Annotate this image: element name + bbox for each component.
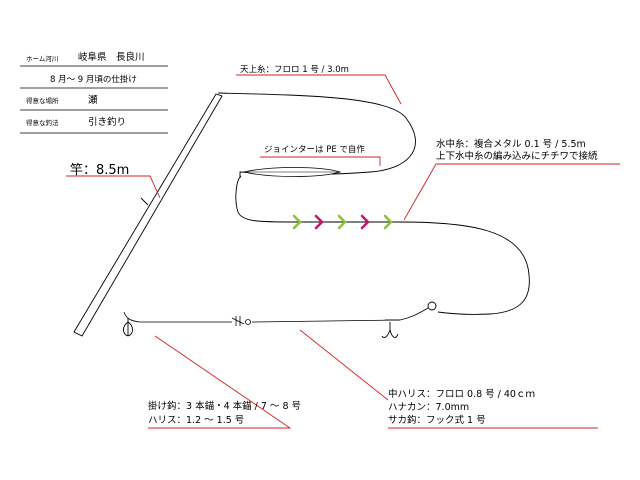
center-knot — [231, 316, 251, 326]
nose-ring — [427, 301, 437, 311]
table-key-method: 得意な釣法 — [26, 119, 59, 127]
rod-label: 竿：8.5m — [70, 163, 130, 178]
naka-label-2: ハナカン：7.0mm — [388, 402, 470, 413]
kake-label-2: ハリス：1.2 ～ 1.5 号 — [148, 415, 245, 426]
kake-label-1: 掛け鈎：3 本錨・4 本錨 / 7 ～ 8 号 — [148, 401, 302, 412]
leader-lower — [123, 311, 232, 323]
marker-4 — [360, 214, 370, 230]
table-key-place: 得意な場所 — [26, 97, 59, 105]
marker-5 — [383, 214, 393, 230]
info-table-rules — [20, 65, 168, 134]
naka-label-3: サカ鈎：フック式 1 号 — [388, 415, 486, 426]
line-markers — [292, 214, 393, 230]
table-value-season: 8 月～ 9 月頃の仕掛け — [50, 75, 137, 85]
marker-1 — [292, 214, 302, 230]
leader-naka — [299, 329, 598, 429]
suichu-line — [295, 221, 530, 315]
leader-kake — [148, 335, 292, 429]
jointer-end — [235, 175, 296, 223]
suichu-label-1: 水中糸：複合メタル 0.1 号 / 5.5m — [436, 139, 586, 150]
anchor-hook — [123, 318, 133, 337]
leader-lines — [66, 74, 620, 429]
table-value-place: 瀬 — [88, 95, 98, 106]
leader-rod — [66, 175, 161, 199]
naka-label-1: 中ハリス：フロロ 0.8 号 / 40ｃｍ — [388, 389, 535, 400]
leader-suichu — [403, 163, 620, 221]
suichu-label-2: 上下水中糸の編み込みにチチワで接続 — [436, 151, 598, 162]
tenjou-line — [217, 92, 416, 178]
leader-upper — [251, 307, 429, 323]
leader-tenjou — [236, 74, 402, 105]
rod — [73, 93, 223, 337]
tenjou-label: 天上糸：フロロ 1 号 / 3.0m — [240, 65, 349, 75]
marker-3 — [337, 214, 347, 230]
marker-2 — [314, 214, 324, 230]
table-key-home-river: ホーム河川 — [26, 55, 59, 63]
table-value-method: 引き釣り — [88, 117, 127, 128]
leader-jointer — [260, 156, 381, 166]
table-value-home-river: 岐阜県 長良川 — [78, 52, 145, 63]
saka-hook — [381, 319, 400, 339]
jointer-label: ジョインターは PE で自作 — [264, 145, 365, 155]
